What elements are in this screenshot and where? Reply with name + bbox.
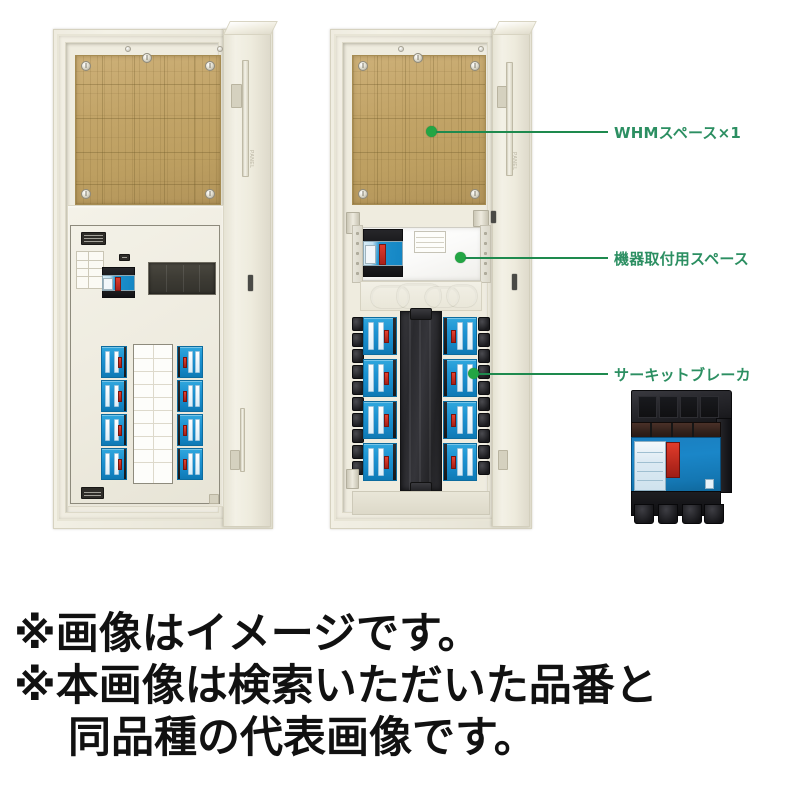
panel-screw [205, 61, 215, 71]
door-lower-catch [230, 450, 240, 470]
right-cabinet: PANEL [330, 21, 537, 529]
door-top-bevel [492, 21, 537, 35]
breaker-assembly [352, 308, 490, 494]
breaker-lug [703, 503, 724, 524]
main-circuit-breaker[interactable] [363, 229, 403, 277]
small-marking [119, 254, 130, 261]
main-circuit-breaker[interactable] [102, 267, 135, 298]
breaker-lug [682, 503, 702, 524]
busbar-end-cap [409, 308, 433, 320]
nameplate [81, 232, 106, 245]
spec-sticker [76, 251, 104, 289]
annotation-leader-equipment [465, 257, 608, 259]
annotation-marker-breaker [468, 368, 479, 379]
frame-screw [217, 46, 223, 52]
door-stiffener [240, 408, 245, 472]
watt-hour-meter-space [352, 53, 486, 205]
terminal-column [478, 317, 490, 479]
panel-screw [470, 189, 480, 199]
panel-screw [142, 53, 152, 63]
annotation-marker-equipment [455, 252, 466, 263]
door-lower-catch [498, 450, 508, 470]
circuit-breaker-product-photo [628, 390, 732, 524]
breaker-lug [634, 503, 654, 524]
breaker-face-panel [631, 436, 721, 495]
breaker-lug [658, 503, 678, 524]
terminal-column [352, 317, 364, 479]
cabinet-base [352, 491, 490, 515]
breaker-bank-right[interactable] [443, 317, 477, 481]
meter-window [148, 262, 216, 295]
panel-screw [470, 61, 480, 71]
door-top-bevel [223, 21, 278, 35]
circuit-label-strip [133, 344, 173, 484]
annotation-leader-breaker [478, 373, 608, 375]
cover-fastener[interactable] [209, 494, 219, 504]
breaker-toggle[interactable] [666, 442, 680, 479]
breaker-bank-right[interactable] [177, 346, 203, 480]
annotation-label-whm: WHMスペース×1 [614, 124, 742, 142]
panel-screw [358, 189, 368, 199]
left-cabinet: PANEL [53, 21, 278, 529]
mounting-rail [352, 225, 363, 283]
hinge [346, 469, 359, 489]
panel-screw [81, 189, 91, 199]
panel-screw [413, 53, 423, 63]
panel-screw [205, 189, 215, 199]
breaker-bank-left[interactable] [101, 346, 127, 480]
caption-line-3: 同品種の代表画像です。 [68, 713, 537, 763]
equipment-label [414, 231, 446, 253]
frame-screw [398, 46, 404, 52]
breaker-top-cover [631, 390, 732, 425]
door-latch[interactable] [231, 84, 242, 108]
frame-screw [125, 46, 131, 52]
door-handle[interactable] [506, 62, 513, 176]
annotation-label-breaker: サーキットブレーカ [614, 366, 751, 384]
wiring-zone [360, 281, 482, 311]
lower-nameplate [81, 487, 104, 499]
door-lock-icon[interactable] [512, 274, 517, 290]
catch-icon [491, 211, 496, 223]
door-marking: PANEL [248, 150, 254, 169]
caption-line-2: ※本画像は検索いただいた品番と [14, 661, 658, 711]
frame-screw [478, 46, 484, 52]
busbar-cover [400, 308, 442, 494]
dead-front-outline [70, 225, 220, 504]
panel-screw [81, 61, 91, 71]
annotation-marker-whm [426, 126, 437, 137]
breaker-test-button[interactable] [705, 478, 715, 489]
door-marking: PANEL [511, 152, 517, 171]
panel-screw [358, 61, 368, 71]
caption-line-1: ※画像はイメージです。 [14, 609, 481, 659]
door-latch[interactable] [497, 86, 507, 108]
annotation-leader-whm [436, 131, 608, 133]
door-lock-icon[interactable] [248, 275, 253, 291]
watt-hour-meter-space [75, 53, 221, 205]
cabinet-door[interactable]: PANEL [492, 21, 537, 527]
mounting-rail [480, 225, 491, 283]
door-handle[interactable] [242, 60, 249, 177]
annotation-label-equipment: 機器取付用スペース [614, 250, 750, 268]
disclaimer-caption: ※画像はイメージです。 ※本画像は検索いただいた品番と 同品種の代表画像です。 [14, 608, 800, 764]
breaker-rating-label [633, 440, 666, 491]
cabinet-door[interactable]: PANEL [223, 21, 278, 527]
breaker-bank-left[interactable] [363, 317, 397, 481]
